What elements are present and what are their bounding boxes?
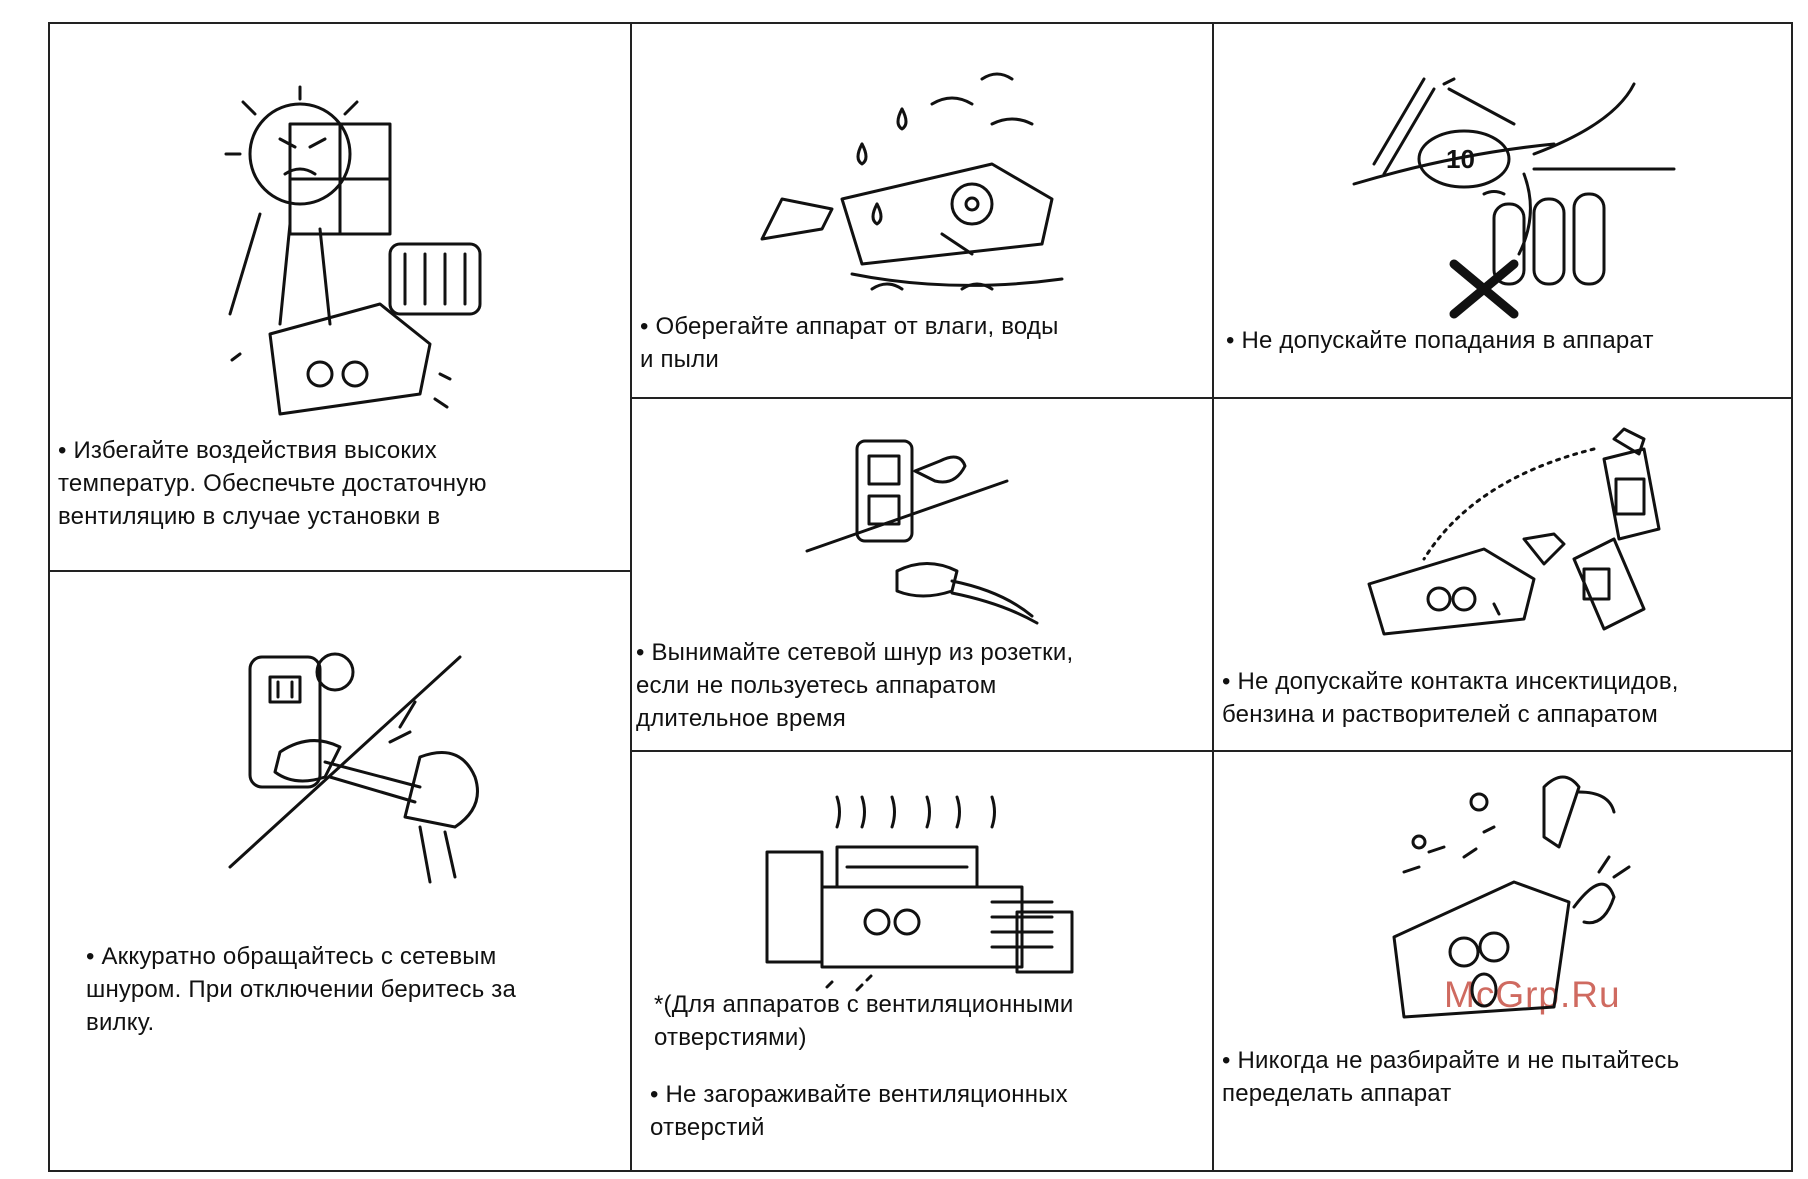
plug-handling-icon [228,652,479,884]
row-divider-col3-b [1212,750,1793,752]
frame-right [1791,22,1793,1172]
cell-objects: 10 • Не допускайте попадания в аппарат [1214,24,1791,397]
note-ventilation: *(Для аппаратов с вентиляционными отверс… [654,991,1074,1051]
column-divider-2 [1212,22,1214,1172]
screwdriver-icon [1392,775,1631,1019]
caption-heat: • Избегайте воздействия высоких температ… [58,437,487,530]
caption-cord: • Аккуратно обращайтесь с сетевым шнуром… [86,943,517,1036]
sun-heat-icon [224,85,482,416]
caption-chemicals: • Не допускайте контакта инсектицидов, б… [1222,668,1679,728]
cell-heat: • Избегайте воздействия высоких температ… [50,24,630,570]
wall-socket-icon [805,439,1039,625]
row-divider-col1 [48,570,630,572]
caption-moisture: • Оберегайте аппарат от влаги, воды и пы… [640,313,1059,373]
caption-disassemble: • Никогда не разбирайте и не пытайтесь п… [1222,1047,1680,1107]
row-divider-col2-a [630,397,1212,399]
cell-disassemble: • Никогда не разбирайте и не пытайтесь п… [1214,752,1791,1170]
stacked-devices-icon [765,795,1074,992]
caption-ventilation: • Не загораживайте вентиляционных отверс… [650,1081,1068,1141]
frame-left [48,22,50,1172]
row-divider-col3-a [1212,397,1793,399]
frame-top [48,22,1793,24]
caption-unplug: • Вынимайте сетевой шнур из розетки, есл… [636,639,1074,732]
cell-ventilation: *(Для аппаратов с вентиляционными отверс… [632,752,1212,1170]
row-divider-col2-b [630,750,1212,752]
spray-can-icon [1367,427,1661,636]
cell-chemicals: • Не допускайте контакта инсектицидов, б… [1214,399,1791,750]
cell-cord: • Аккуратно обращайтесь с сетевым шнуром… [50,572,630,1170]
caption-objects: • Не допускайте попадания в аппарат [1226,327,1654,354]
cell-unplug: McGrp.Ru • Вынимайте сетевой шнур из роз… [632,399,1620,1015]
water-dust-icon [760,72,1064,291]
column-divider-1 [630,22,632,1172]
cell-moisture: • Оберегайте аппарат от влаги, воды и пы… [632,24,1212,397]
frame-bottom [48,1170,1793,1172]
coin-label: 10 [1446,144,1475,174]
coin-nail-icon: 10 [1352,77,1676,319]
